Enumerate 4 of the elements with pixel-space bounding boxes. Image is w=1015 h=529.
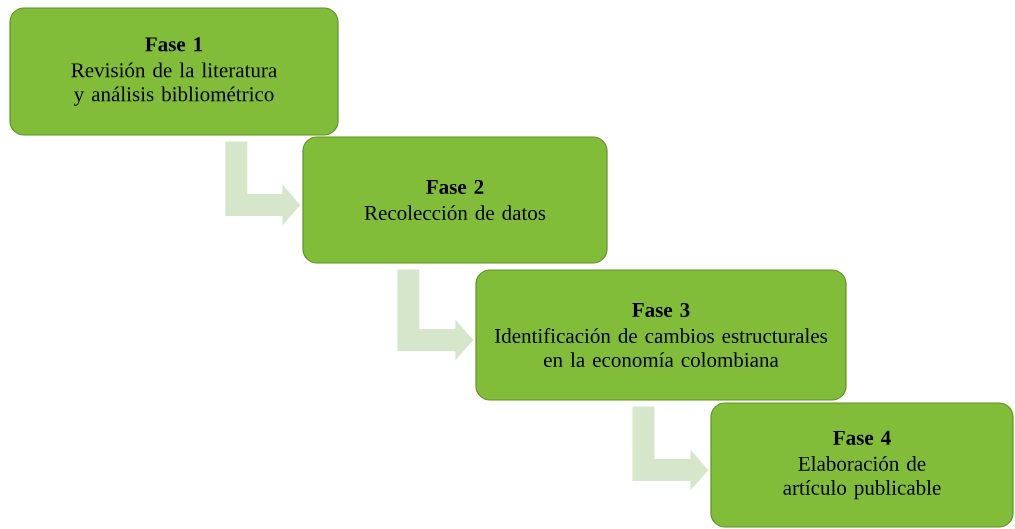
process-box: Fase 1 Revisión de la literatura y análisis bibliométrico: [9, 7, 339, 136]
process-box: Fase 3 Identificación de cambios estructurales en la economía colombiana: [475, 269, 847, 401]
process-box: Fase 2 Recolección de datos: [302, 136, 608, 264]
process-box: Fase 4 Elaboración de artículo publicable: [710, 402, 1014, 528]
